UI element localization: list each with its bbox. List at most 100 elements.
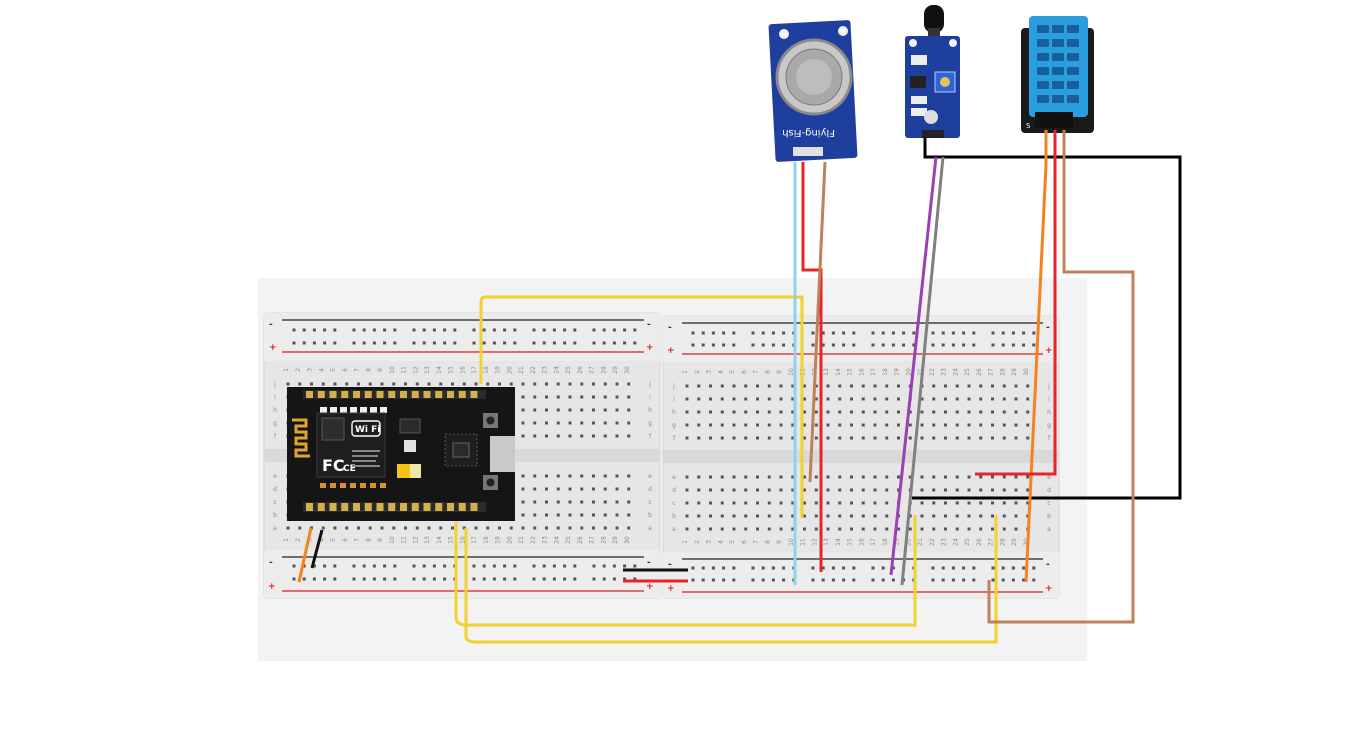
rail-hole — [691, 566, 695, 570]
rail-hole — [871, 566, 875, 570]
potentiometer-knob[interactable] — [940, 77, 950, 87]
breadboard-hole — [592, 513, 595, 517]
header-pin — [447, 503, 454, 511]
header-pin — [435, 391, 443, 398]
breadboard-hole — [545, 434, 548, 438]
column-number: 6 — [741, 370, 748, 374]
rail-hole — [422, 341, 426, 345]
rail-hole — [623, 328, 627, 332]
breadboard-hole — [885, 410, 889, 414]
flame-ir-led — [924, 5, 944, 33]
flash-button[interactable] — [486, 478, 495, 487]
breadboard-hole — [803, 514, 806, 518]
breadboard-hole — [685, 423, 689, 427]
right-bottom-plus-sign-right: + — [1045, 584, 1053, 594]
column-number: 2 — [295, 368, 302, 372]
breadboard-hole — [697, 410, 701, 414]
rail-hole — [552, 341, 556, 345]
breadboard-hole — [580, 500, 584, 504]
breadboard-hole — [932, 384, 936, 388]
breadboard-hole — [920, 410, 924, 414]
rail-hole — [821, 343, 825, 347]
breadboard-right-bottom-rail — [663, 552, 1059, 598]
rail-hole — [951, 566, 955, 570]
rail-hole — [811, 566, 815, 570]
breadboard-hole — [627, 474, 631, 478]
reset-button[interactable] — [486, 416, 495, 425]
breadboard-hole — [627, 408, 631, 412]
rail-hole — [573, 577, 577, 581]
breadboard-hole — [545, 526, 548, 530]
dht-grille-slot — [1052, 39, 1064, 47]
breadboard-hole — [967, 397, 971, 401]
breadboard-hole — [615, 500, 619, 504]
rail-hole — [951, 343, 955, 347]
column-number: 21 — [917, 538, 924, 546]
breadboard-hole — [1002, 527, 1006, 531]
breadboard-hole — [545, 421, 548, 425]
breadboard-hole — [615, 487, 619, 491]
row-label: j — [273, 381, 276, 388]
breadboard-hole — [533, 434, 537, 438]
rail-hole — [761, 566, 765, 570]
header-pin — [447, 391, 454, 398]
breadboard-hole — [873, 384, 877, 388]
rail-hole — [542, 328, 546, 332]
rail-hole — [751, 331, 755, 335]
column-number: 20 — [506, 366, 513, 374]
breadboard-hole — [779, 488, 783, 492]
dht-grille-slot — [1052, 95, 1064, 103]
breadboard-hole — [756, 410, 759, 414]
breadboard-hole — [380, 526, 384, 530]
column-number: 10 — [788, 538, 795, 546]
breadboard-hole — [568, 434, 572, 438]
right-bottom-minus-sign: - — [668, 560, 672, 570]
breadboard-hole — [732, 397, 736, 401]
column-number: 23 — [542, 536, 549, 544]
breadboard-hole — [861, 514, 865, 518]
breadboard-hole — [415, 526, 419, 530]
top-smd-pad — [350, 407, 357, 413]
breadboard-hole — [1014, 436, 1018, 440]
breadboard-hole — [580, 487, 584, 491]
breadboard-hole — [955, 397, 959, 401]
left-top-minus-sign-right: - — [647, 320, 651, 330]
rail-hole — [472, 341, 476, 345]
header-pin — [353, 503, 360, 511]
breadboard-hole — [1014, 527, 1018, 531]
header-pin — [317, 503, 325, 511]
rail-hole — [412, 328, 416, 332]
breadboard-hole — [873, 501, 877, 505]
rail-hole — [513, 328, 517, 332]
rail-hole — [771, 566, 775, 570]
rail-hole — [623, 341, 627, 345]
breadboard-hole — [1026, 384, 1030, 388]
breadboard-hole — [920, 397, 924, 401]
rail-hole — [422, 564, 426, 568]
rail-hole — [432, 328, 436, 332]
rail-hole — [383, 577, 387, 581]
breadboard-hole — [615, 513, 619, 517]
column-number: 11 — [401, 366, 408, 374]
breadboard-hole — [357, 382, 360, 386]
breadboard-hole — [991, 423, 994, 427]
breadboard-hole — [321, 382, 325, 386]
rail-hole — [393, 577, 397, 581]
gas-sensor-silk-text: Flying-Fish — [782, 127, 835, 138]
breadboard-hole — [814, 436, 818, 440]
breadboard-hole — [873, 397, 877, 401]
breadboard-hole — [779, 384, 783, 388]
breadboard-left-bottom-rail — [264, 550, 660, 598]
row-label: b — [672, 513, 676, 520]
breadboard-hole — [568, 382, 572, 386]
rail-hole — [821, 566, 825, 570]
rail-hole — [951, 331, 955, 335]
breadboard-hole — [603, 408, 607, 412]
wire-yellow-gas-signal — [479, 295, 804, 518]
wifi-logo-icon — [351, 420, 381, 437]
breadboard-hole — [979, 423, 983, 427]
column-number: 28 — [600, 536, 607, 544]
capacitor-light — [410, 464, 421, 478]
breadboard-hole — [767, 397, 771, 401]
column-number: 21 — [518, 366, 525, 374]
